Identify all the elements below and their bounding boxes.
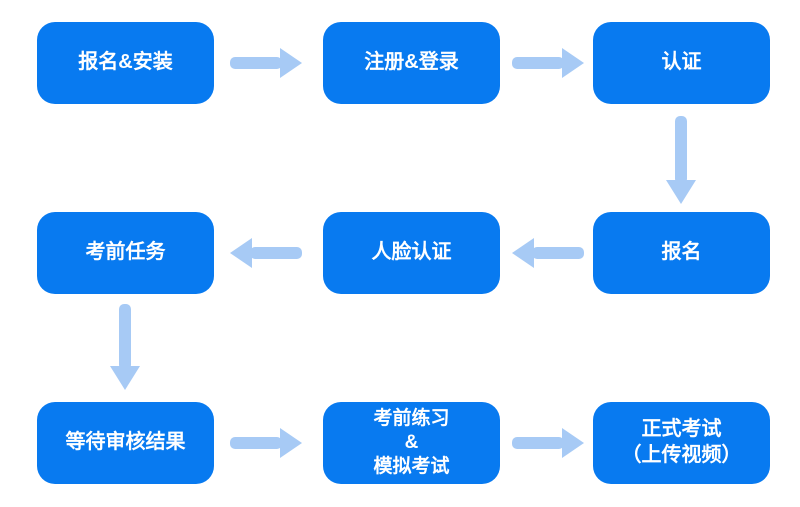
arrow-left-icon	[230, 238, 302, 268]
arrow-left-icon	[512, 238, 584, 268]
arrow-right-icon	[512, 48, 584, 78]
flow-node-authentication: 认证	[593, 22, 770, 104]
arrow-down-icon	[110, 304, 140, 390]
flow-node-pre-exam-tasks: 考前任务	[37, 212, 214, 294]
arrow-right-icon	[230, 48, 302, 78]
arrow-down-icon	[666, 116, 696, 204]
flow-node-exam-signup: 报名	[593, 212, 770, 294]
arrow-right-icon	[230, 428, 302, 458]
flow-node-wait-review: 等待审核结果	[37, 402, 214, 484]
flow-node-register-login: 注册&登录	[323, 22, 500, 104]
flow-node-formal-exam: 正式考试 （上传视频）	[593, 402, 770, 484]
arrow-right-icon	[512, 428, 584, 458]
flow-node-signup-install: 报名&安装	[37, 22, 214, 104]
flow-node-practice-mock: 考前练习 & 模拟考试	[323, 402, 500, 484]
flow-node-face-auth: 人脸认证	[323, 212, 500, 294]
